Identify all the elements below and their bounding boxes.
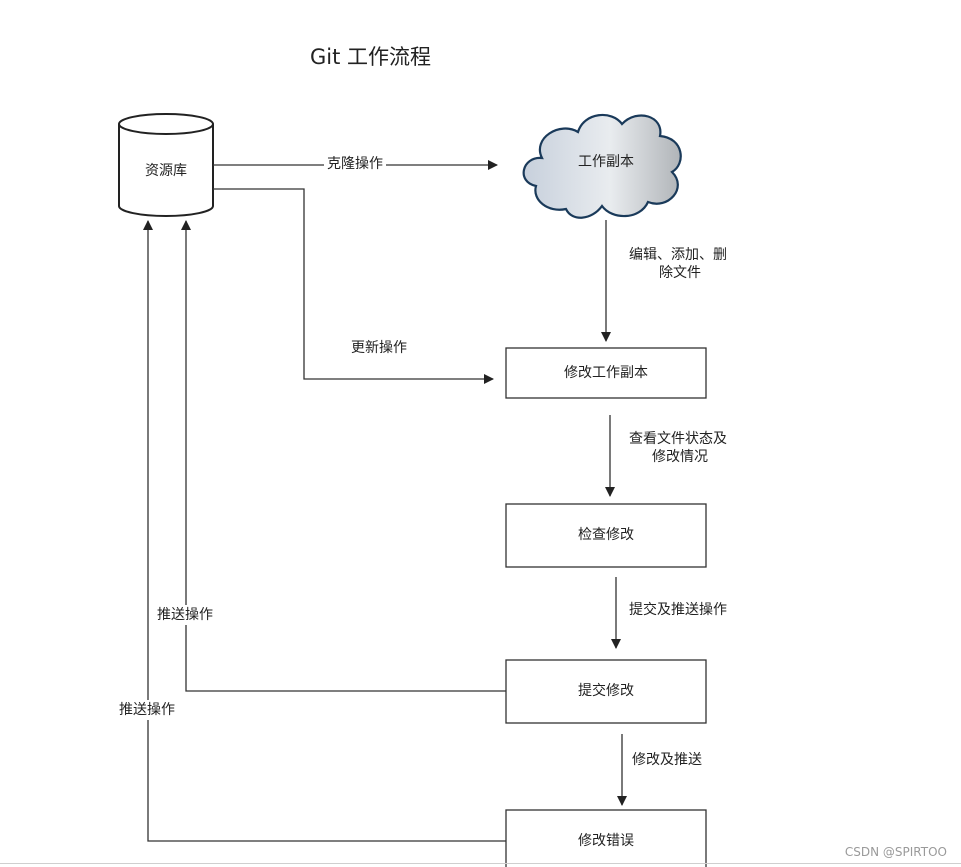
review-changes-label: 检查修改 xyxy=(578,527,634,543)
modify-working-copy-label: 修改工作副本 xyxy=(564,365,648,381)
check-edge-label-line2: 修改情况 xyxy=(652,448,708,466)
working-copy-cloud xyxy=(522,113,682,219)
commit-push-edge-label: 提交及推送操作 xyxy=(629,601,727,619)
repository-cylinder xyxy=(118,113,214,217)
working-copy-label: 工作副本 xyxy=(578,154,634,170)
check-edge-label-line1: 查看文件状态及 xyxy=(629,430,727,448)
edit-edge-label-line1: 编辑、添加、删 xyxy=(629,246,727,264)
push-inner-edge-label: 推送操作 xyxy=(155,605,215,625)
fix-errors-box xyxy=(505,809,707,867)
modify-push-edge-label: 修改及推送 xyxy=(632,751,702,769)
commit-changes-label: 提交修改 xyxy=(578,683,634,699)
push-outer-arrow xyxy=(143,220,506,842)
push-inner-arrow xyxy=(181,220,506,692)
push-outer-edge-label: 推送操作 xyxy=(117,700,177,720)
repository-label: 资源库 xyxy=(145,163,187,179)
modify-working-copy-box xyxy=(505,347,707,399)
update-arrow xyxy=(213,188,494,384)
review-changes-box xyxy=(505,503,707,568)
bottom-border xyxy=(0,863,961,864)
update-edge-label: 更新操作 xyxy=(351,339,407,357)
clone-edge-label: 克隆操作 xyxy=(324,155,386,173)
edit-edge-label-line2: 除文件 xyxy=(659,264,701,282)
diagram-title: Git 工作流程 xyxy=(310,45,432,69)
fix-errors-label: 修改错误 xyxy=(578,833,634,849)
watermark: CSDN @SPIRTOO xyxy=(844,845,947,859)
